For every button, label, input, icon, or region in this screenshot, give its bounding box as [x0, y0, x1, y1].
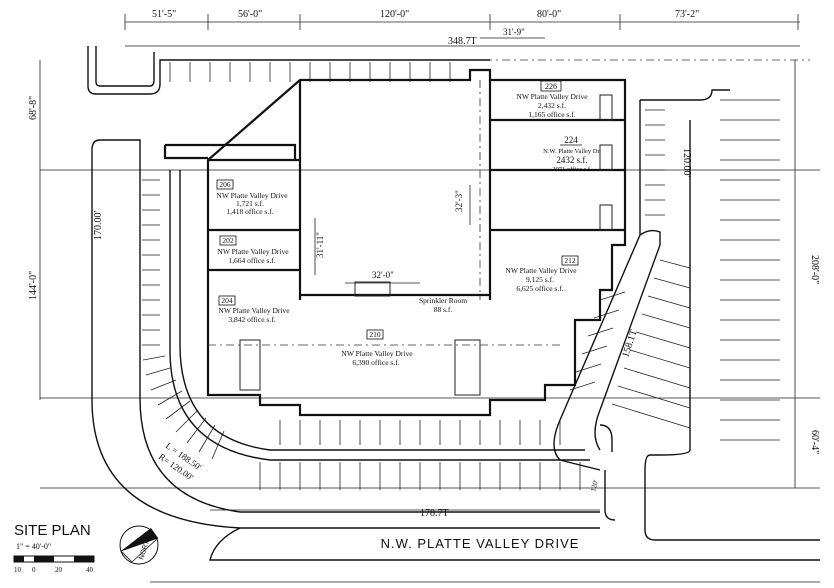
unit-206-number: 206	[219, 180, 231, 189]
unit-210-line-1: NW Platte Valley Drive	[341, 349, 413, 358]
scale-label-20: 20	[55, 566, 63, 574]
dim-right-158: 158.1T	[620, 328, 639, 359]
sprinkler-room-label: Sprinkler Room	[419, 296, 467, 305]
unit-212-line-3: 6,625 office s.f.	[516, 284, 563, 293]
scale-bar	[13, 555, 95, 563]
dim-top-3: 120'-0"	[380, 9, 409, 20]
unit-212-number: 212	[564, 256, 576, 265]
building-jog	[163, 143, 297, 160]
unit-202: 202 NW Platte Valley Drive 1,664 office …	[217, 235, 289, 265]
unit-226-line-2: 2,432 s.f.	[538, 101, 566, 110]
unit-226-line-1: NW Platte Valley Drive	[516, 92, 588, 101]
unit-212-line-2: 9,125 s.f.	[526, 275, 554, 284]
unit-224-line-2: 2432 s.f.	[556, 155, 587, 165]
unit-224-line-1: N.W. Platte Valley Dr.	[543, 148, 601, 155]
unit-226-number: 226	[545, 82, 557, 91]
site-plan-title: SITE PLAN	[14, 522, 91, 539]
unit-210-line-2: 6,390 office s.f.	[352, 358, 399, 367]
dim-right-120: 120.00'	[681, 148, 692, 178]
dim-31-9: 31'-9"	[503, 27, 525, 37]
sprinkler-room-area: 88 s.f.	[434, 305, 453, 314]
unit-204-line-1: NW Platte Valley Drive	[218, 306, 290, 315]
dim-bottom-178: 178.7T	[420, 508, 449, 519]
dim-32-3: 32'-3"	[454, 190, 464, 212]
scale-label-10: 10	[14, 566, 22, 574]
building-footprint	[206, 68, 627, 417]
reference-lines	[40, 59, 820, 489]
unit-204: 204 NW Platte Valley Drive 3,842 office …	[218, 295, 290, 324]
unit-212: 212 NW Platte Valley Drive 9,125 s.f. 6,…	[505, 255, 579, 293]
unit-206-line-3: 1,418 office s.f.	[226, 207, 273, 216]
street-name: N.W. PLATTE VALLEY DRIVE	[381, 536, 580, 551]
top-dimension-lines	[124, 14, 800, 47]
dim-top-1: 51'-5"	[152, 9, 176, 20]
unit-202-number: 202	[222, 236, 234, 245]
unit-206: 206 NW Platte Valley Drive 1,721 s.f. 1,…	[216, 179, 288, 216]
dim-left-68-8: 68'-8"	[28, 96, 39, 120]
scale-label-0: 0	[32, 566, 36, 574]
scale-text: 1" = 40'-0"	[16, 542, 51, 551]
unit-210: 210 NW Platte Valley Drive 6,390 office …	[341, 329, 413, 367]
dim-top-2: 56'-0"	[238, 9, 262, 20]
unit-202-line-1: NW Platte Valley Drive	[217, 247, 289, 256]
dim-overall-top: 348.7T	[448, 36, 477, 47]
unit-224: 224 N.W. Platte Valley Dr. 2432 s.f. 207…	[543, 135, 601, 173]
unit-224-number: 224	[564, 135, 578, 145]
unit-224-line-3: 2071 office s.f.	[552, 166, 592, 173]
dim-top-5: 73'-2"	[675, 9, 699, 20]
unit-206-line-2: 1,721 s.f.	[236, 199, 264, 208]
dim-left-144: 144'-0"	[28, 271, 39, 300]
unit-212-line-1: NW Platte Valley Drive	[505, 266, 577, 275]
unit-204-line-2: 3,842 office s.f.	[228, 315, 275, 324]
curb-lines	[87, 46, 820, 583]
dim-right-60-4: 60'-4"	[809, 430, 820, 454]
dim-top-4: 80'-0"	[537, 9, 561, 20]
parking-stalls	[142, 62, 780, 490]
unit-226-line-3: 1,165 office s.f.	[528, 110, 575, 119]
dim-32-0: 32'-0"	[372, 270, 394, 280]
north-arrow-icon	[119, 525, 159, 565]
dim-31-11: 31'-11"	[315, 232, 325, 258]
unit-202-line-2: 1,664 office s.f.	[228, 256, 275, 265]
unit-210-number: 210	[369, 330, 381, 339]
unit-206-line-1: NW Platte Valley Drive	[216, 191, 288, 200]
scale-label-40: 40	[86, 566, 94, 574]
dim-angle-120: 120'	[589, 479, 600, 492]
unit-204-number: 204	[221, 296, 233, 305]
unit-226: 226 NW Platte Valley Drive 2,432 s.f. 1,…	[516, 80, 588, 119]
dim-left-170: 170.00'	[93, 211, 104, 241]
dim-right-208: 208'-0"	[809, 255, 820, 284]
